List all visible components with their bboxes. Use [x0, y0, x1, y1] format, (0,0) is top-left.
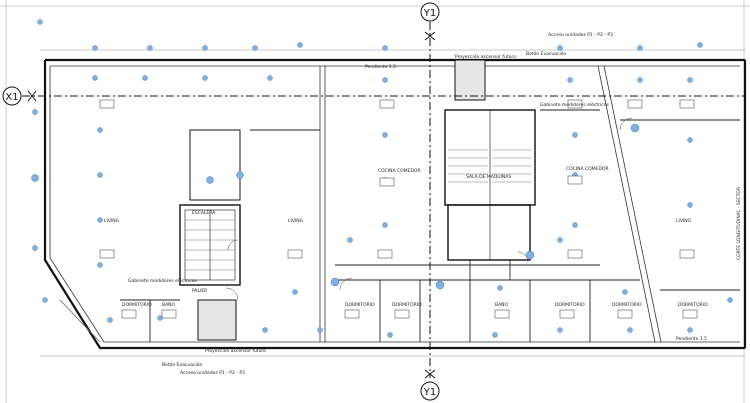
- room-dorm-4: DORMITORIO: [555, 302, 585, 308]
- room-living-left: LIVING: [104, 218, 120, 224]
- axis-y1-bottom: Y1: [420, 369, 440, 401]
- room-dorm-6: DORMITORIO: [678, 302, 708, 308]
- room-living-center: LIVING: [288, 218, 304, 224]
- room-dorm-1: DORMITORIO: [122, 302, 152, 308]
- blue-markers: [31, 19, 733, 338]
- room-bano-1: BAÑO: [162, 301, 176, 308]
- axis-y1-top: Y1: [420, 2, 440, 41]
- note-proyeccion-bottom: Proyección ascensor futuro: [205, 347, 266, 354]
- room-dorm-3: DORMITORIO: [392, 302, 422, 308]
- room-cocina-right: COCINA COMEDOR: [566, 166, 609, 172]
- note-gabinete-left: Gabinete medidores eléctricos: [128, 277, 197, 284]
- note-acceso-bottom: Acceso unidades P1 - P2 - P3: [180, 370, 245, 376]
- axis-x1-label: X1: [5, 92, 18, 103]
- stair-treads-center: [448, 149, 532, 183]
- axis-x1: X1: [2, 86, 37, 106]
- room-dorm-2: DORMITORIO: [345, 302, 375, 308]
- side-text: CORTE LONGITUDINAL - SECTOR: [736, 187, 742, 260]
- door-swings: [225, 117, 633, 301]
- inner-wall-lines: [49, 65, 740, 343]
- note-boton-top: Botón Evacuación: [526, 50, 566, 57]
- room-bano-2: BAÑO: [495, 301, 509, 308]
- slope-top: Pendiente 1.5: [365, 64, 396, 70]
- room-living-right: LIVING: [676, 218, 692, 224]
- axis-y1-bottom-label: Y1: [423, 387, 436, 398]
- note-gabinete-right: Gabinete medidores eléctricos: [540, 101, 609, 108]
- stair-treads-left: [185, 219, 235, 271]
- room-palier: PALIER: [192, 288, 207, 294]
- core-left: [179, 129, 241, 341]
- room-dorm-5: DORMITORIO: [612, 302, 642, 308]
- axis-lines: [22, 22, 745, 378]
- slope-bottom: Pendiente 1.5: [676, 336, 707, 342]
- outer-walls: [43, 58, 747, 350]
- room-sala: SALA DE MAQUINAS: [466, 174, 511, 180]
- note-proyeccion-top: Proyección ascensor futuro: [455, 53, 516, 60]
- partitions: [120, 109, 740, 342]
- note-acceso-top: Acceso unidades P1 - P2 - P3: [548, 32, 613, 38]
- room-tags: [99, 99, 698, 319]
- axis-y1-top-label: Y1: [423, 8, 436, 19]
- room-cocina-left: COCINA COMEDOR: [378, 168, 421, 174]
- room-escalera: ESCALERA: [192, 210, 216, 216]
- core-center: [444, 59, 536, 281]
- note-boton-bottom: Botón Evacuación: [162, 361, 202, 368]
- top-dimension-line: [40, 49, 745, 357]
